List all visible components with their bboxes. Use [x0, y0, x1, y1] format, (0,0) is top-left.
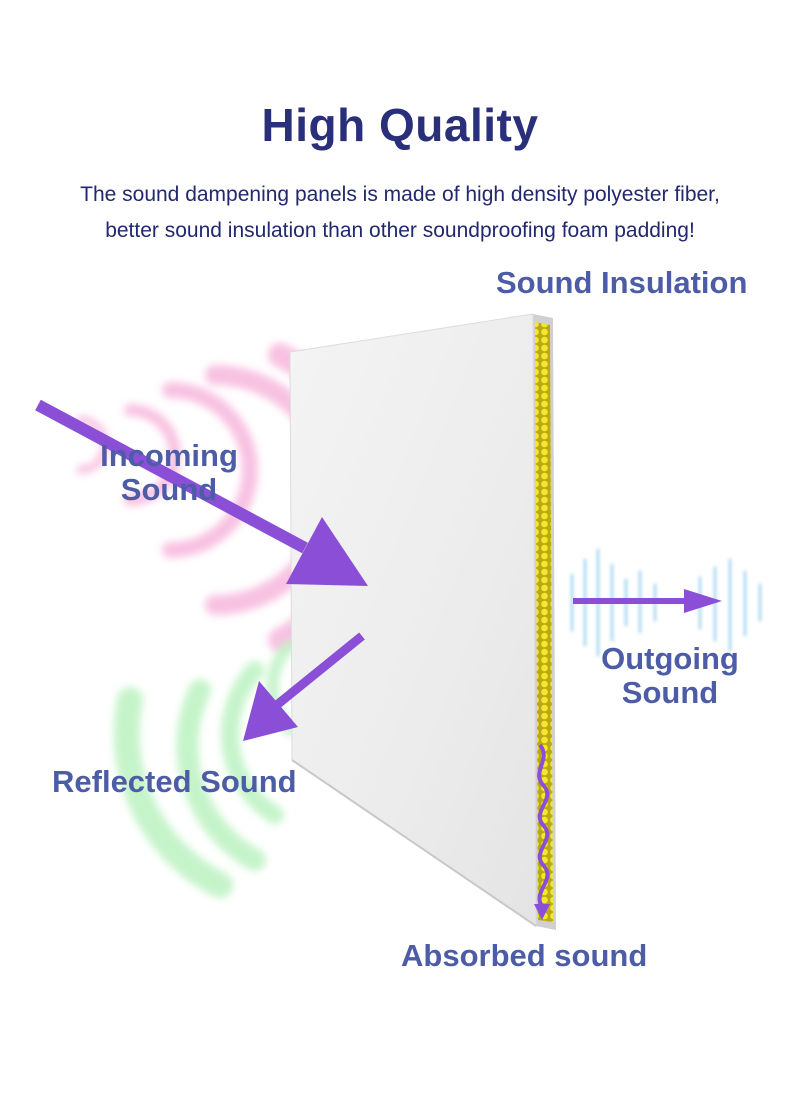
description-line-1: The sound dampening panels is made of hi… — [80, 183, 720, 206]
absorbed-sound-arrow — [537, 743, 550, 908]
incoming-sound-arrow — [35, 399, 368, 586]
acoustic-panel — [289, 313, 556, 930]
description-line-2: better sound insulation than other sound… — [105, 219, 695, 242]
reflected-sound-waves — [113, 639, 296, 898]
absorbed-sound-arrowhead — [534, 904, 550, 920]
label-outgoing-line-1: Outgoing — [601, 641, 739, 676]
panel-face — [289, 313, 537, 927]
label-absorbed-sound: Absorbed sound — [401, 938, 648, 973]
label-incoming-line-2: Sound — [120, 472, 218, 507]
label-outgoing-line-2: Sound — [621, 675, 719, 710]
label-outgoing-sound: Outgoing Sound — [585, 642, 755, 710]
panel-honeycomb-core — [535, 322, 553, 922]
label-incoming-sound: Incoming Sound — [84, 439, 254, 507]
label-incoming-line-1: Incoming — [100, 438, 238, 473]
label-reflected-sound: Reflected Sound — [52, 764, 297, 799]
label-sound-insulation: Sound Insulation — [496, 265, 748, 300]
reflected-sound-arrow — [243, 632, 365, 741]
page-title: High Quality — [261, 99, 539, 151]
outgoing-sound-arrow — [573, 589, 722, 613]
